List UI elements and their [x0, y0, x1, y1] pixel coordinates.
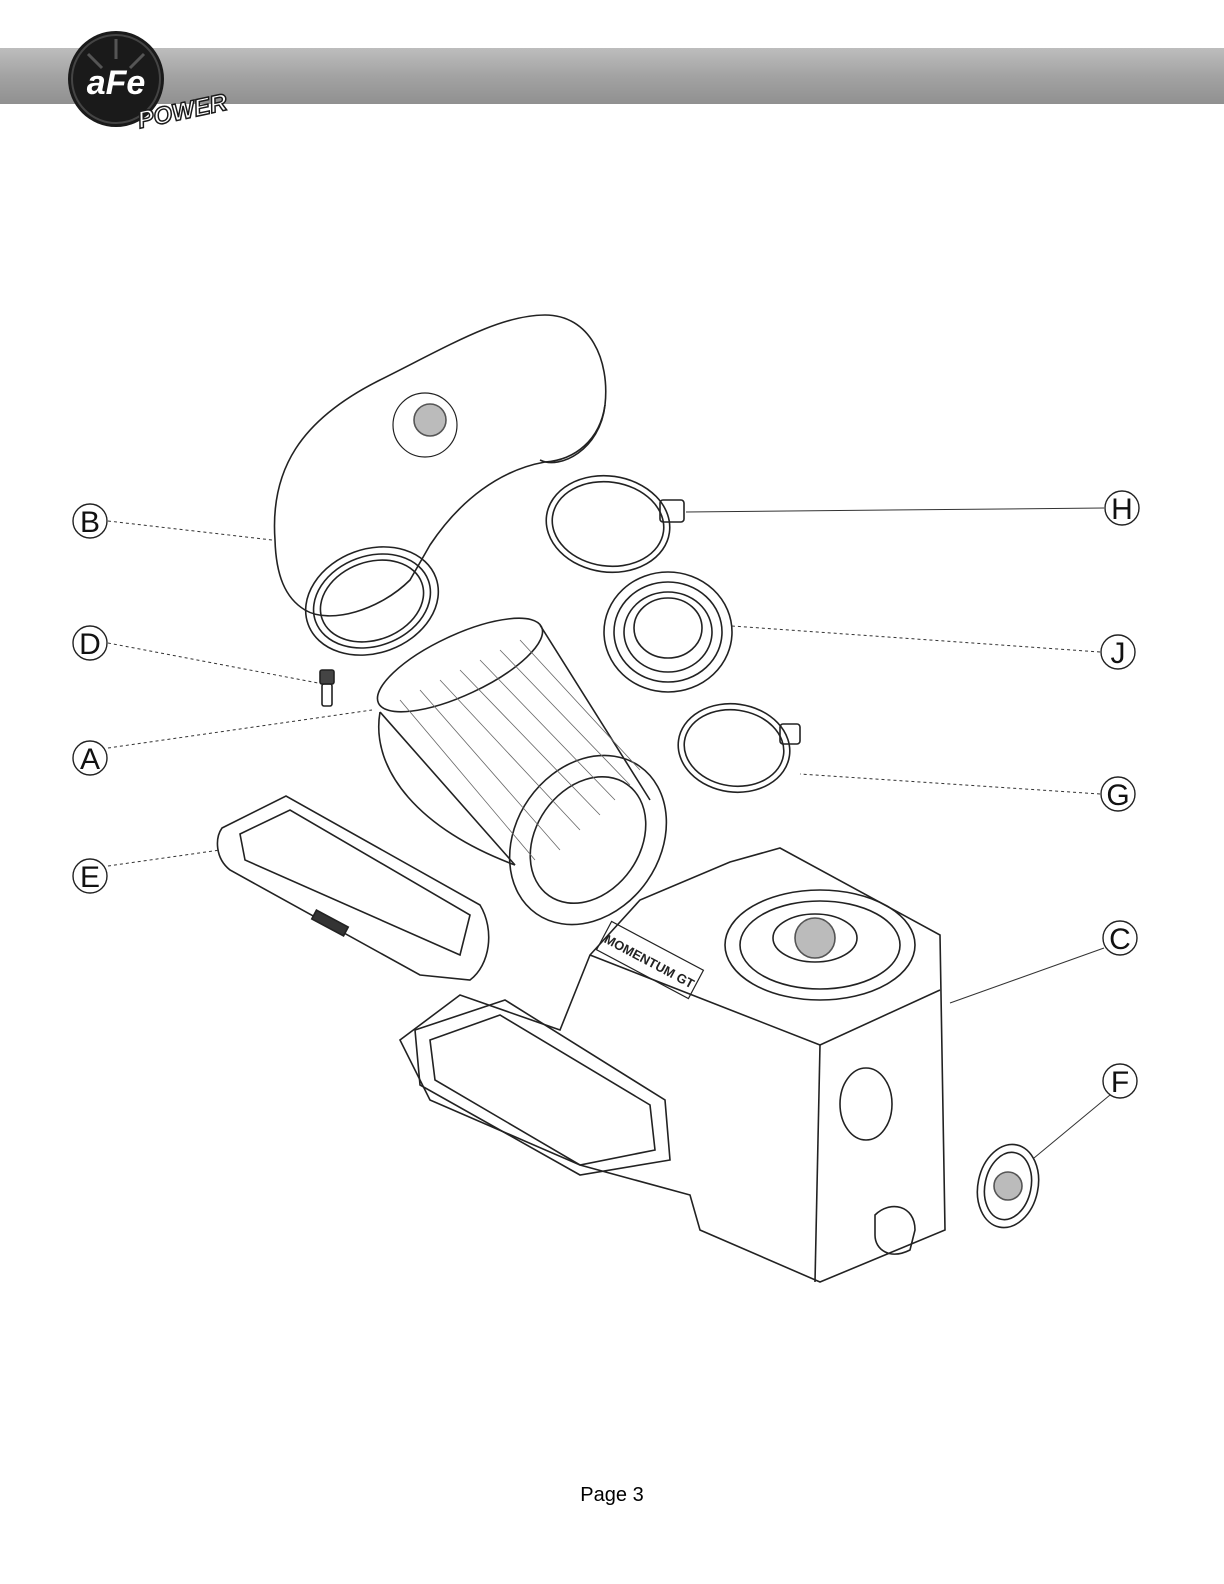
callout-a: A: [72, 740, 108, 776]
coupler-part-j: [603, 571, 733, 693]
air-filter-part-a: [376, 617, 668, 926]
callout-j: J: [1100, 634, 1136, 670]
callout-b: B: [72, 503, 108, 539]
callout-g: G: [1100, 776, 1136, 812]
intake-tube-part-b: [273, 314, 607, 656]
afe-logo-on-tube: [413, 403, 447, 437]
svg-text:B: B: [80, 506, 100, 539]
callout-c: C: [1102, 920, 1138, 956]
afe-logo-on-lid: [794, 917, 836, 959]
callout-e: E: [72, 858, 108, 894]
svg-text:F: F: [1111, 1066, 1129, 1099]
air-box-housing-part-c: MOMENTUM GT: [398, 847, 946, 1283]
svg-text:G: G: [1106, 779, 1129, 812]
callout-d: D: [72, 625, 108, 661]
fitting-part-d: [319, 669, 335, 707]
page-number: Page 3: [580, 1484, 644, 1506]
afe-power-logo: aFe POWER: [68, 31, 231, 134]
svg-text:H: H: [1111, 493, 1133, 526]
svg-text:C: C: [1109, 923, 1131, 956]
callout-f: F: [1102, 1063, 1138, 1099]
momentum-gt-badge: MOMENTUM GT: [595, 920, 705, 1000]
callout-h: H: [1104, 490, 1140, 526]
svg-text:aFe: aFe: [87, 64, 146, 102]
svg-text:A: A: [80, 743, 100, 776]
svg-text:D: D: [79, 628, 101, 661]
svg-text:E: E: [80, 861, 100, 894]
svg-text:J: J: [1111, 637, 1126, 670]
hose-clamp-part-g: [677, 702, 801, 794]
plug-cap-part-f: [976, 1143, 1040, 1229]
hose-clamp-part-h: [545, 474, 685, 574]
momentum-gt-badge-text: MOMENTUM GT: [602, 931, 697, 991]
header-bar: [0, 48, 1224, 104]
inlet-scoop-part-e: [216, 795, 490, 981]
